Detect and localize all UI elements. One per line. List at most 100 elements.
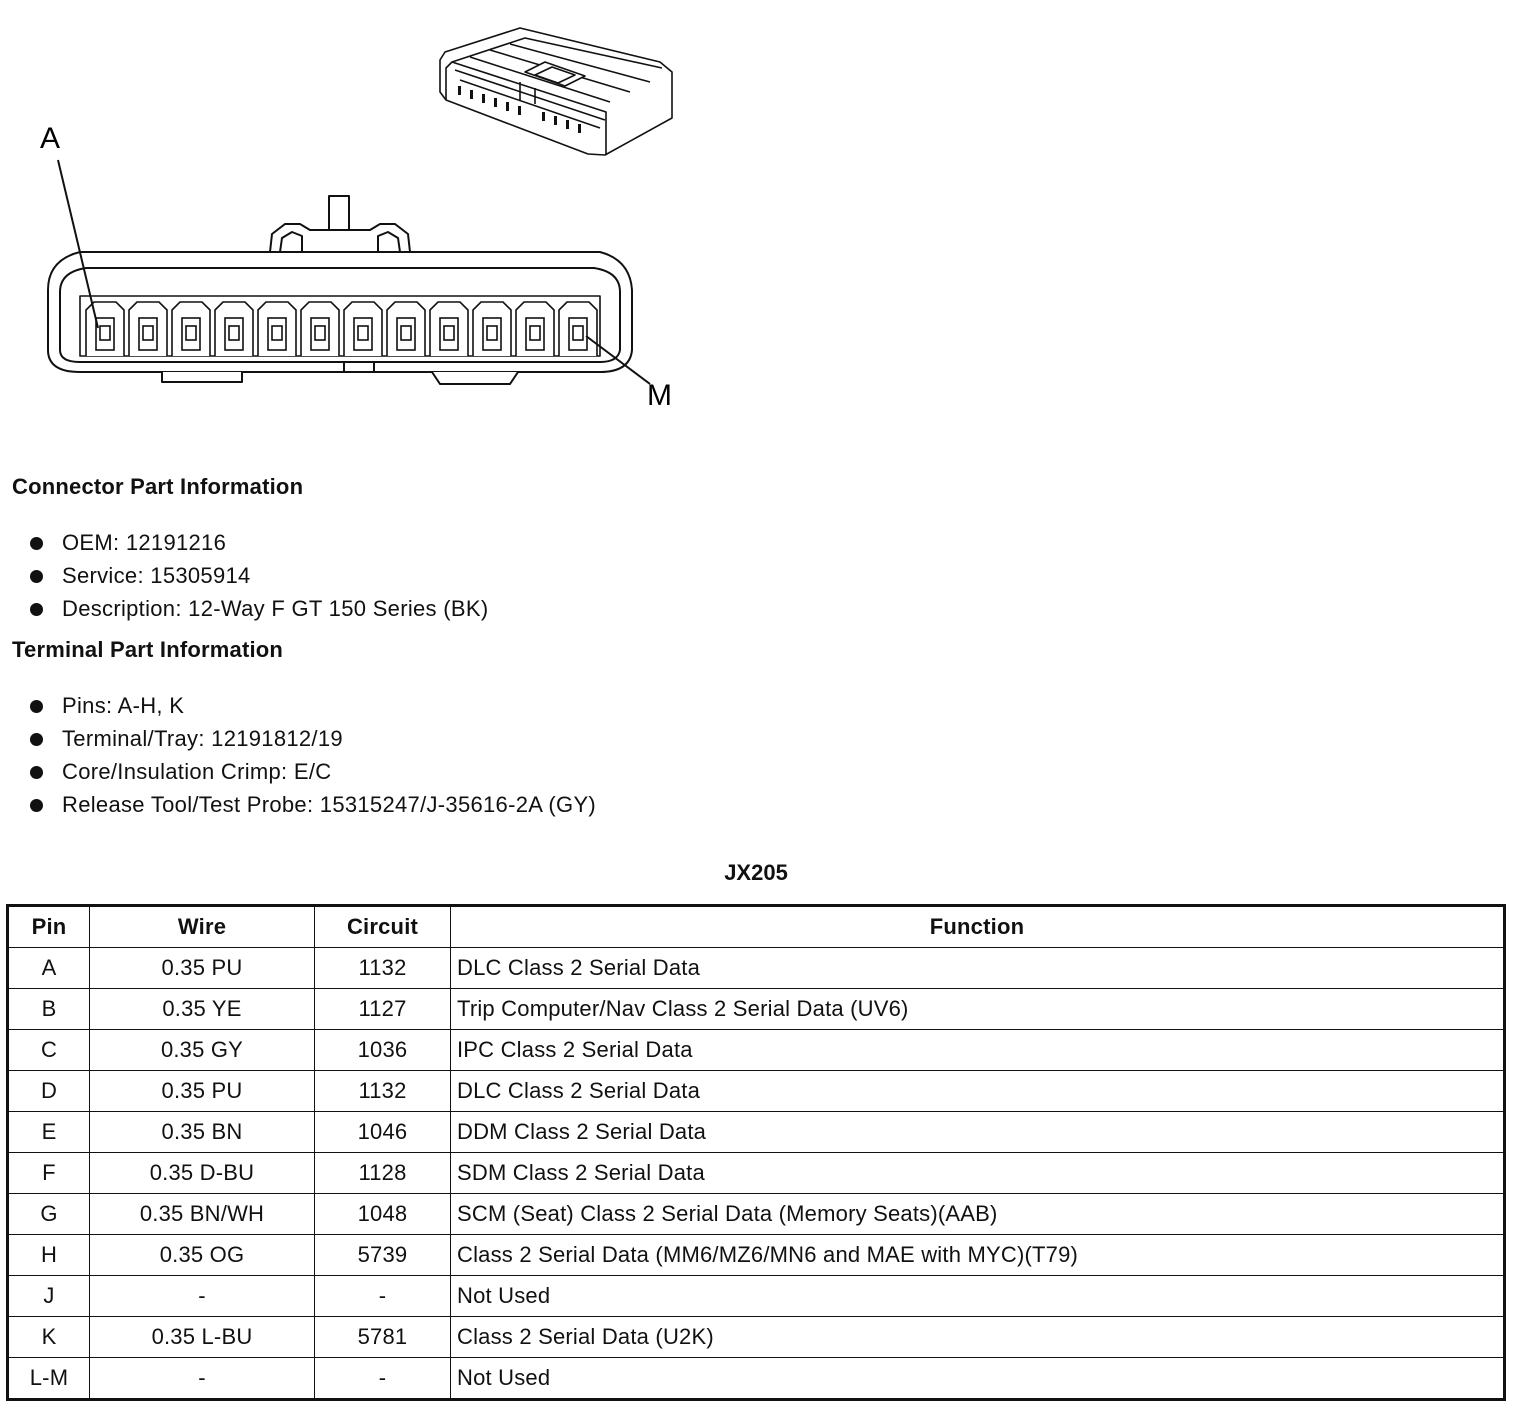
bullet-icon [30, 799, 43, 812]
list-item: Description: 12-Way F GT 150 Series (BK) [30, 594, 488, 627]
cell-pin: L-M [7, 1357, 90, 1400]
cell-wire: 0.35 D-BU [89, 1152, 315, 1194]
cell-wire: - [89, 1275, 315, 1317]
terminal-part-info-list: Pins: A-H, K Terminal/Tray: 12191812/19 … [30, 691, 596, 823]
cell-pin: A [7, 947, 90, 989]
cell-wire: - [89, 1357, 315, 1400]
cell-wire: 0.35 L-BU [89, 1316, 315, 1358]
cell-pin: E [7, 1111, 90, 1153]
cell-circuit: - [314, 1357, 451, 1400]
list-item: OEM: 12191216 [30, 528, 488, 561]
terminal-contact [443, 325, 455, 341]
cell-function: SDM Class 2 Serial Data [450, 1152, 1505, 1194]
pin-m-callout: M [647, 379, 672, 412]
cell-circuit: 5739 [314, 1234, 451, 1276]
terminal-contact [486, 325, 498, 341]
cell-wire: 0.35 BN [89, 1111, 315, 1153]
terminal-contact [185, 325, 197, 341]
cell-pin: J [7, 1275, 90, 1317]
terminal-contact [357, 325, 369, 341]
cell-function: Not Used [450, 1357, 1505, 1400]
cell-function: DLC Class 2 Serial Data [450, 1070, 1505, 1112]
connector-part-info-list: OEM: 12191216 Service: 15305914 Descript… [30, 528, 488, 627]
cell-wire: 0.35 YE [89, 988, 315, 1030]
cell-function: SCM (Seat) Class 2 Serial Data (Memory S… [450, 1193, 1505, 1235]
list-item-text: OEM: 12191216 [62, 530, 227, 555]
table-row: L-M--Not Used [7, 1357, 1505, 1400]
header-wire: Wire [89, 905, 315, 948]
cell-function: Not Used [450, 1275, 1505, 1317]
cell-pin: K [7, 1316, 90, 1358]
cell-circuit: 1048 [314, 1193, 451, 1235]
cavity-row [85, 301, 598, 356]
cell-circuit: 1128 [314, 1152, 451, 1194]
list-item-text: Core/Insulation Crimp: E/C [62, 759, 332, 784]
cell-function: DDM Class 2 Serial Data [450, 1111, 1505, 1153]
terminal-contact [271, 325, 283, 341]
bullet-icon [30, 537, 43, 550]
terminal-part-info-heading: Terminal Part Information [12, 637, 284, 662]
bullet-icon [30, 733, 43, 746]
list-item-text: Terminal/Tray: 12191812/19 [62, 726, 343, 751]
cell-circuit: 1036 [314, 1029, 451, 1071]
list-item-text: Service: 15305914 [62, 563, 251, 588]
cell-pin: B [7, 988, 90, 1030]
cell-circuit: 1132 [314, 1070, 451, 1112]
cell-circuit: - [314, 1275, 451, 1317]
list-item-text: Pins: A-H, K [62, 693, 185, 718]
list-item: Release Tool/Test Probe: 15315247/J-3561… [30, 790, 596, 823]
table-header-row: Pin Wire Circuit Function [7, 905, 1505, 948]
list-item: Service: 15305914 [30, 561, 488, 594]
table-title: JX205 [724, 860, 788, 885]
cell-circuit: 1132 [314, 947, 451, 989]
cell-circuit: 1046 [314, 1111, 451, 1153]
terminal-contact [572, 325, 584, 341]
bullet-icon [30, 603, 43, 616]
cell-wire: 0.35 BN/WH [89, 1193, 315, 1235]
terminal-contact [99, 325, 111, 341]
terminal-contact [142, 325, 154, 341]
cell-function: Trip Computer/Nav Class 2 Serial Data (U… [450, 988, 1505, 1030]
cell-pin: G [7, 1193, 90, 1235]
header-pin: Pin [7, 905, 90, 948]
header-circuit: Circuit [314, 905, 451, 948]
connector-part-info-heading: Connector Part Information [12, 474, 304, 499]
cell-circuit: 1127 [314, 988, 451, 1030]
header-function: Function [450, 905, 1505, 948]
pin-a-callout: A [40, 122, 60, 155]
terminal-contact [529, 325, 541, 341]
terminal-contact [400, 325, 412, 341]
bullet-icon [30, 570, 43, 583]
cell-function: Class 2 Serial Data (MM6/MZ6/MN6 and MAE… [450, 1234, 1505, 1276]
table-row: J--Not Used [7, 1275, 1505, 1317]
cell-pin: H [7, 1234, 90, 1276]
terminal-contact [314, 325, 326, 341]
cell-pin: D [7, 1070, 90, 1112]
bullet-icon [30, 700, 43, 713]
list-item-text: Description: 12-Way F GT 150 Series (BK) [62, 596, 489, 621]
cell-wire: 0.35 PU [89, 1070, 315, 1112]
cell-wire: 0.35 GY [89, 1029, 315, 1071]
list-item: Pins: A-H, K [30, 691, 596, 724]
connector-isometric-view [439, 27, 673, 156]
cell-wire: 0.35 OG [89, 1234, 315, 1276]
terminal-contact [228, 325, 240, 341]
cell-pin: F [7, 1152, 90, 1194]
cell-wire: 0.35 PU [89, 947, 315, 989]
bullet-icon [30, 766, 43, 779]
cell-circuit: 5781 [314, 1316, 451, 1358]
cell-function: Class 2 Serial Data (U2K) [450, 1316, 1505, 1358]
list-item: Terminal/Tray: 12191812/19 [30, 724, 596, 757]
list-item-text: Release Tool/Test Probe: 15315247/J-3561… [62, 792, 597, 817]
connector-drawing: A M [40, 27, 673, 412]
